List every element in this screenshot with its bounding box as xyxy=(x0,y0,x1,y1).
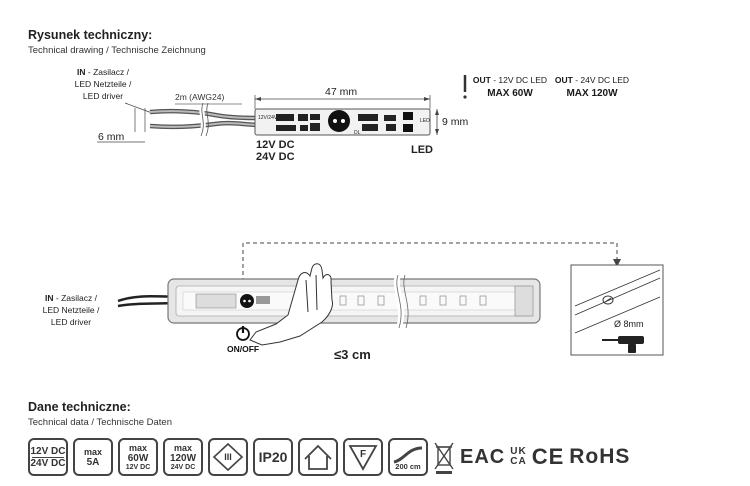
drill-detail-box xyxy=(570,264,664,356)
mount-in-line3: LED driver xyxy=(50,317,92,327)
power24-volt: 24V DC xyxy=(170,463,196,471)
in-line3: LED driver xyxy=(82,91,124,101)
out1-max: MAX 60W xyxy=(487,88,533,99)
eac-mark: EAC xyxy=(460,445,506,468)
protection-class-badge: III xyxy=(208,438,248,476)
pcb-voltage-text: 12V/24V xyxy=(258,115,278,121)
max-power-12v-badge: max 60W 12V DC xyxy=(118,438,158,476)
weee-bin-icon xyxy=(434,442,454,474)
input-label-mount: IN - Zasilacz / LED Netzteile / LED driv… xyxy=(28,292,114,328)
input-label-top: IN - Zasilacz / LED Netzteile / LED driv… xyxy=(60,66,146,102)
voltage-label: 12V DC 24V DC xyxy=(256,139,295,163)
diamond-icon xyxy=(212,442,244,472)
mount-in-line2: LED Netzteile / xyxy=(42,305,100,315)
cable-dim-label: 6 mm xyxy=(98,131,125,143)
ip-rating-badge: IP20 xyxy=(253,438,293,476)
mount-in-prefix: IN xyxy=(45,293,54,303)
out2-text: - 24V DC LED xyxy=(572,75,630,85)
output-24v-info: OUT - 24V DC LED MAX 120W xyxy=(552,74,632,100)
mount-in-line1: - Zasilacz / xyxy=(53,293,97,303)
out1-prefix: OUT xyxy=(472,75,491,85)
led-label: LED xyxy=(411,144,433,156)
hand-illustration xyxy=(249,263,333,346)
out2-prefix: OUT xyxy=(554,75,573,85)
section-subtitle-technical-data: Technical data / Technische Daten xyxy=(28,417,172,428)
max-current-max: max xyxy=(83,446,102,457)
in-line2: LED Netzteile / xyxy=(74,79,132,89)
in-prefix: IN xyxy=(77,67,86,77)
power24-max: max xyxy=(173,442,192,453)
pcb-sensor xyxy=(328,110,350,132)
mount-sensor xyxy=(240,294,254,308)
ukca-mark: UK CA xyxy=(510,447,526,467)
section-title-technical-data: Dane techniczne: xyxy=(28,400,131,414)
power24-value: 120W xyxy=(169,452,197,464)
cable-lower-hl xyxy=(149,122,259,128)
ukca-top: UK xyxy=(510,446,527,457)
voltage-badge-line2: 24V DC xyxy=(30,457,66,469)
cable-length-badge: 200 cm xyxy=(388,438,428,476)
cable-length-text: 200 cm xyxy=(395,462,421,471)
height-label: 9 mm xyxy=(442,116,469,128)
rohs-mark: RoHS xyxy=(569,445,631,468)
width-label: 47 mm xyxy=(325,86,358,98)
voltage-badge: 12V DC 24V DC xyxy=(28,438,68,476)
ce-mark: CE xyxy=(531,444,565,469)
voltage-badge-line1: 12V DC xyxy=(30,445,66,457)
ukca-bottom: CA xyxy=(510,456,527,467)
cable-icon xyxy=(393,446,423,464)
distance-label: ≤3 cm xyxy=(334,347,371,362)
dashed-guide xyxy=(242,242,618,296)
output-12v-info: OUT - 12V DC LED MAX 60W xyxy=(470,74,550,100)
in-line1: - Zasilacz / xyxy=(85,67,129,77)
drill-diameter-label: Ø 8mm xyxy=(614,319,644,329)
power12-volt: 12V DC xyxy=(125,463,151,471)
out2-max: MAX 120W xyxy=(566,88,618,99)
f-mark-text: F xyxy=(359,448,367,460)
out1-text: - 12V DC LED xyxy=(490,75,548,85)
max-current-badge: max 5A xyxy=(73,438,113,476)
max-power-24v-badge: max 120W 24V DC xyxy=(163,438,203,476)
drill-icon xyxy=(602,336,644,353)
pcb-led-text: LED xyxy=(420,118,430,124)
cable-length-label: 2m (AWG24) xyxy=(175,92,225,102)
house-icon xyxy=(304,444,332,460)
in-leader-line xyxy=(124,102,153,114)
onoff-label: ON/OFF xyxy=(227,344,260,354)
voltage-line-1: 12V DC xyxy=(256,139,295,151)
section-title-technical-drawing: Rysunek techniczny: xyxy=(28,28,153,42)
voltage-line-2: 24V DC xyxy=(256,151,295,163)
power12-max: max xyxy=(128,442,147,453)
pcb-dl-text: DL xyxy=(354,130,361,136)
indoor-use-badge xyxy=(298,438,338,476)
class-symbol: III xyxy=(224,452,232,462)
max-current-value: 5A xyxy=(86,456,100,468)
cable-upper-hl xyxy=(149,110,259,119)
section-subtitle-technical-drawing: Technical drawing / Technische Zeichnung xyxy=(28,45,206,56)
f-mark-badge: F xyxy=(343,438,383,476)
power12-value: 60W xyxy=(127,452,149,464)
spec-icons-row: 12V DC 24V DC max 5A max 60W 12V DC max … xyxy=(28,436,630,478)
ip-rating-text: IP20 xyxy=(258,448,288,465)
triangle-icon xyxy=(348,445,378,471)
drill-hole xyxy=(602,295,614,305)
